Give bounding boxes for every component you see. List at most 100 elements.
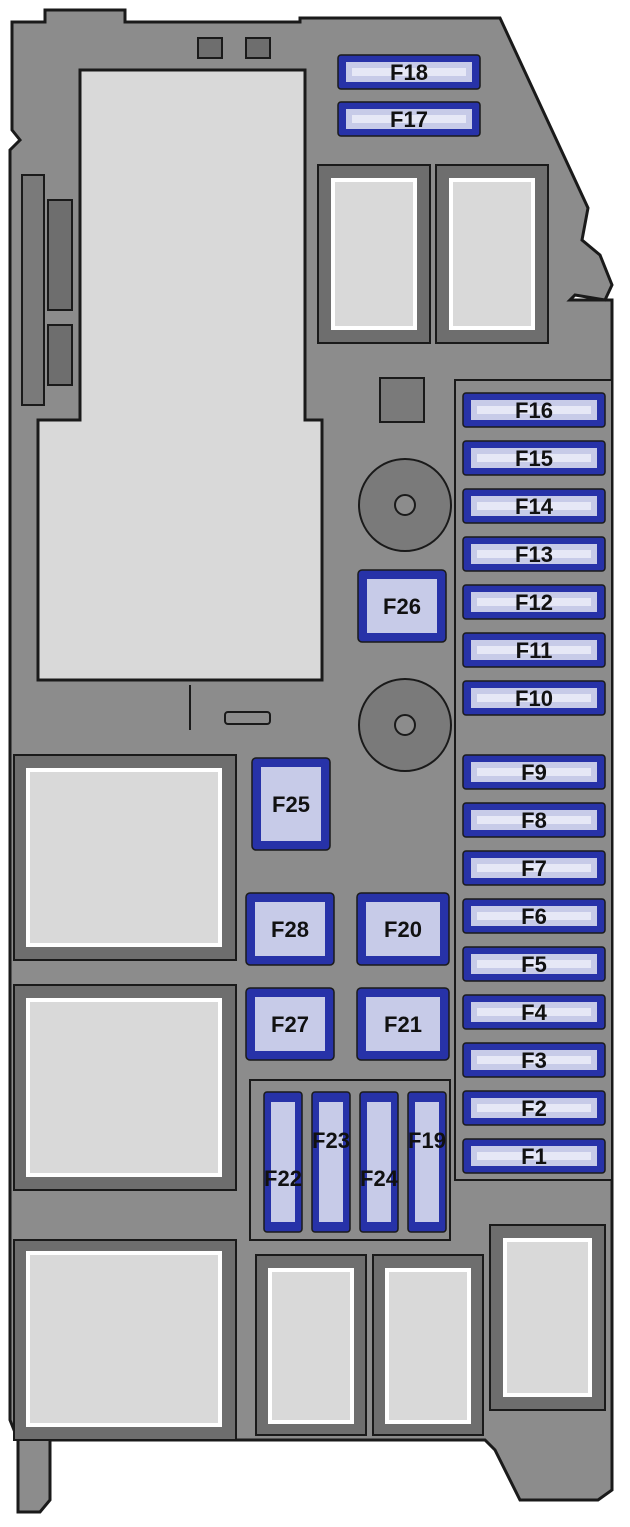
fuse-f6: F6: [462, 898, 606, 934]
fuse-label: F21: [384, 1012, 422, 1037]
fuse-element: [477, 598, 591, 606]
fuse-window: [366, 902, 440, 956]
fuse-f5: F5: [462, 946, 606, 982]
fuse-element: [477, 550, 591, 558]
relay-left-middle-face: [26, 998, 222, 1177]
fuse-window: [319, 1102, 343, 1222]
fuse-element: [477, 694, 591, 702]
fuse-element: [477, 816, 591, 824]
fuse-f21: F21: [356, 987, 450, 1061]
fuse-window: [261, 767, 321, 841]
fuse-window: [255, 902, 325, 956]
fuse-element: [352, 68, 466, 76]
fuse-element: [477, 1056, 591, 1064]
fuse-window: [271, 1102, 295, 1222]
fuse-label: F15: [515, 446, 553, 471]
relay-top-left-face: [331, 178, 417, 330]
fuse-label: F22: [264, 1166, 302, 1191]
fuse-element: [477, 1152, 591, 1160]
fuse-f23: F23: [311, 1091, 351, 1233]
fuse-label: F27: [271, 1012, 309, 1037]
housing-rib: [47, 199, 73, 311]
housing-rib: [21, 174, 45, 406]
fuse-element: [477, 454, 591, 462]
fuse-element: [477, 960, 591, 968]
fuse-window: [415, 1102, 439, 1222]
fuse-window: [366, 997, 440, 1051]
fuse-f27: F27: [245, 987, 335, 1061]
fuse-f12: F12: [462, 584, 606, 620]
fuse-element: [477, 646, 591, 654]
relay-bottom-2-face: [385, 1268, 471, 1424]
fuse-label: F14: [515, 494, 554, 519]
fuse-window: [255, 997, 325, 1051]
relay-left-upper-face: [26, 768, 222, 947]
fuse-f11: F11: [462, 632, 606, 668]
fuse-element: [477, 1008, 591, 1016]
fuse-f1: F1: [462, 1138, 606, 1174]
relay-top-right-face: [449, 178, 535, 330]
fuse-label: F4: [521, 1000, 547, 1025]
fuse-label: F16: [515, 398, 553, 423]
fuse-element: [352, 115, 466, 123]
fuse-f17: F17: [337, 101, 481, 137]
fuse-window: [367, 579, 437, 633]
fuse-label: F17: [390, 107, 428, 132]
bolt-terminal-upper-center: [394, 494, 416, 516]
fuse-element: [477, 502, 591, 510]
fuse-label: F11: [516, 638, 553, 663]
housing-rib: [47, 324, 73, 386]
fuse-label: F25: [272, 792, 310, 817]
relay-left-lower-face: [26, 1251, 222, 1427]
fuse-element: [477, 768, 591, 776]
fuse-label: F10: [515, 686, 553, 711]
fuse-element: [477, 406, 591, 414]
fuse-f13: F13: [462, 536, 606, 572]
fuse-f2: F2: [462, 1090, 606, 1126]
relay-bottom-1-face: [268, 1268, 354, 1424]
fuse-f14: F14: [462, 488, 606, 524]
fuse-f19: F19: [407, 1091, 447, 1233]
fuse-f16: F16: [462, 392, 606, 428]
fuse-f22: F22: [263, 1091, 303, 1233]
fuse-label: F5: [521, 952, 547, 977]
fuse-group: F18F17F16F15F14F13F12F11F10F9F8F7F6F5F4F…: [245, 54, 606, 1233]
fuse-label: F28: [271, 917, 309, 942]
relay-bottom-3-face: [503, 1238, 592, 1397]
fuse-element: [477, 912, 591, 920]
housing-slot: [245, 37, 271, 59]
fuse-f20: F20: [356, 892, 450, 966]
fuse-label: F24: [360, 1166, 399, 1191]
fuse-f24: F24: [359, 1091, 399, 1233]
fuse-label: F8: [521, 808, 547, 833]
fuse-element: [477, 1104, 591, 1112]
fuse-f15: F15: [462, 440, 606, 476]
housing-slot: [224, 711, 271, 725]
fuse-label: F20: [384, 917, 422, 942]
housing-slot: [379, 377, 425, 423]
fuse-label: F12: [515, 590, 553, 615]
fuse-f9: F9: [462, 754, 606, 790]
module-panel: [36, 68, 324, 682]
fuse-f10: F10: [462, 680, 606, 716]
fuse-label: F7: [521, 856, 547, 881]
fuse-label: F19: [408, 1128, 446, 1153]
fuse-f26: F26: [357, 569, 447, 643]
fuse-f18: F18: [337, 54, 481, 90]
fuse-f7: F7: [462, 850, 606, 886]
fuse-label: F6: [521, 904, 547, 929]
fuse-label: F13: [515, 542, 553, 567]
fuse-f4: F4: [462, 994, 606, 1030]
fuse-label: F23: [312, 1128, 350, 1153]
fuse-f25: F25: [251, 757, 331, 851]
fuse-window: [367, 1102, 391, 1222]
fuse-label: F9: [521, 760, 547, 785]
fuse-f28: F28: [245, 892, 335, 966]
fuse-label: F3: [521, 1048, 547, 1073]
fuse-element: [477, 864, 591, 872]
housing-slot: [197, 37, 223, 59]
bolt-terminal-lower-center: [394, 714, 416, 736]
fuse-label: F2: [521, 1096, 547, 1121]
fuse-label: F26: [383, 594, 421, 619]
